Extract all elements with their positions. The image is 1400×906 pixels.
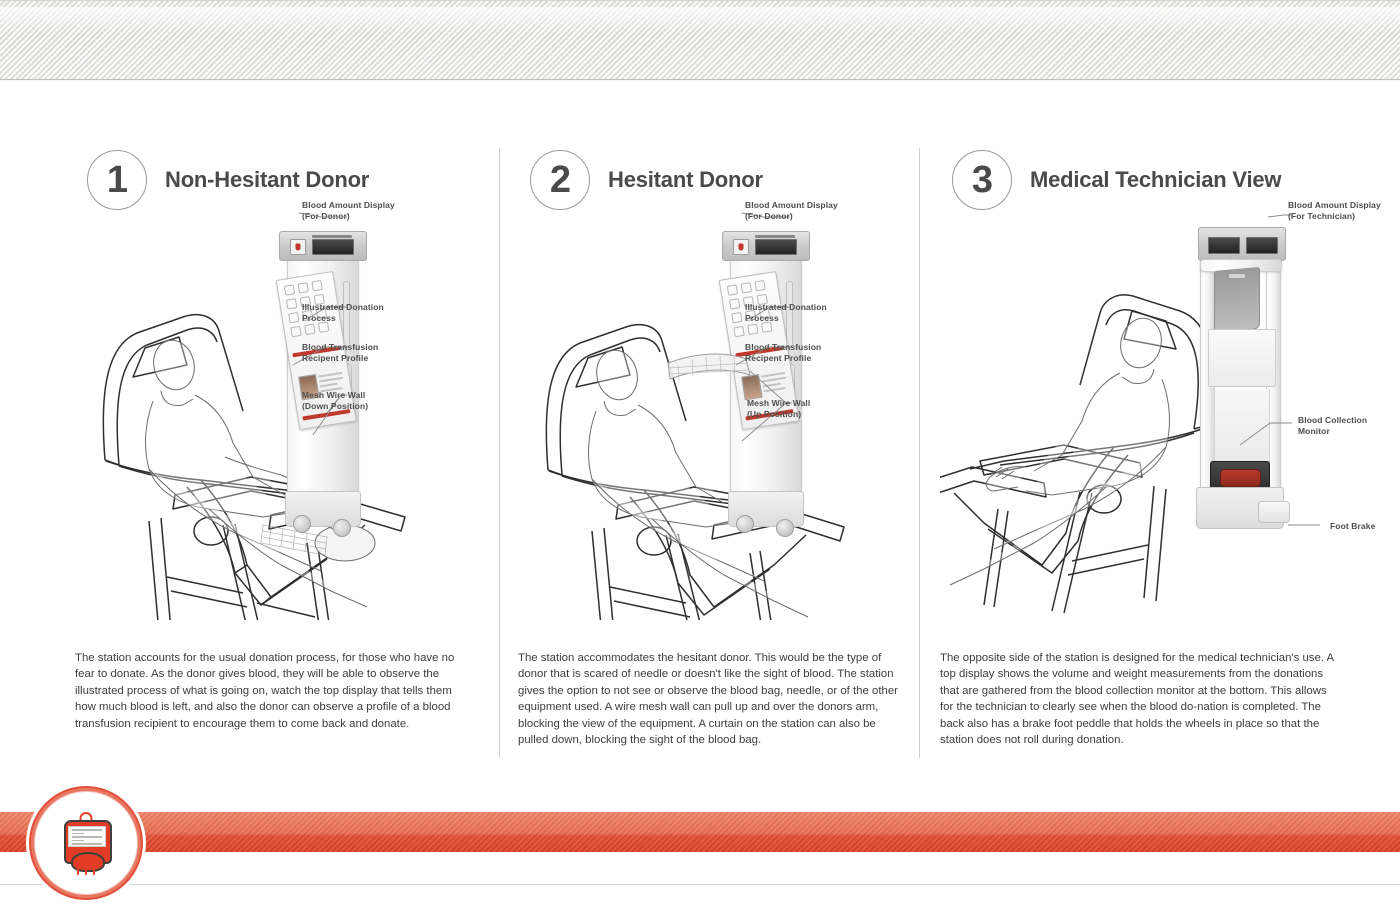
blood-bag-icon xyxy=(62,812,112,876)
panel-non-hesitant-donor: 1 Non-Hesitant Donor xyxy=(75,90,475,790)
display-indicator xyxy=(312,235,352,238)
amount-lcd-readout xyxy=(312,239,354,255)
foot-brake-pedal[interactable] xyxy=(1258,501,1290,523)
kiosk-wheel xyxy=(776,519,794,537)
panel-3-number: 3 xyxy=(952,150,1012,210)
blood-amount-display-unit[interactable] xyxy=(722,231,810,261)
panel-3-heading: 3 Medical Technician View xyxy=(952,150,1282,210)
display-indicator xyxy=(755,235,795,238)
kiosk-mid-panel xyxy=(1208,329,1276,387)
panel-medical-technician-view: 3 Medical Technician View xyxy=(940,90,1381,790)
blood-amount-display-unit[interactable] xyxy=(279,231,367,261)
panel-3-illustration: Blood Amount Display (For Technician) Bl… xyxy=(940,200,1381,620)
profile-text-line xyxy=(763,386,786,392)
donation-chair-linedrawing-1 xyxy=(75,225,475,620)
panel-2-number: 2 xyxy=(530,150,590,210)
panel-1-description: The station accounts for the usual donat… xyxy=(75,652,455,730)
panel-2-title: Hesitant Donor xyxy=(608,167,763,192)
panel-3-title: Medical Technician View xyxy=(1030,167,1282,192)
callout-blood-amount-display-technician: Blood Amount Display (For Technician) xyxy=(1288,200,1381,222)
donation-chair-linedrawing-2 xyxy=(518,225,918,620)
panel-divider-1 xyxy=(499,148,500,758)
weight-readout xyxy=(1246,237,1278,254)
callout-blood-amount-display: Blood Amount Display (For Donor) xyxy=(745,200,838,222)
panel-1-number: 1 xyxy=(87,150,147,210)
kiosk-wheel xyxy=(736,515,754,533)
callout-illustrated-process: Illustrated Donation Process xyxy=(302,302,384,324)
callout-blood-collection-monitor: Blood Collection Monitor xyxy=(1298,415,1368,437)
blood-bag-on-monitor xyxy=(1220,468,1261,488)
blood-drop-icon xyxy=(290,239,306,255)
callout-foot-brake: Foot Brake xyxy=(1330,521,1376,531)
panel-2-description: The station accommodates the hesitant do… xyxy=(518,652,898,747)
panel-divider-2 xyxy=(919,148,920,758)
profile-text-line xyxy=(761,376,786,383)
bag-bulb xyxy=(71,852,105,872)
callout-recipient-profile: Blood Transfusion Recipent Profile xyxy=(745,342,822,364)
callout-mesh-wire-wall: Mesh Wire Wall (Down Position) xyxy=(302,390,369,412)
blood-amount-display-technician[interactable] xyxy=(1198,227,1286,261)
bag-label xyxy=(68,826,106,847)
footer-rule xyxy=(0,884,1400,885)
kiosk-wheel xyxy=(293,515,311,533)
volume-readout xyxy=(1208,237,1240,254)
blood-drop-icon xyxy=(733,239,749,255)
panel-1-heading: 1 Non-Hesitant Donor xyxy=(87,150,369,210)
screen-rear-handle xyxy=(1228,273,1246,279)
technician-kiosk xyxy=(1178,221,1308,561)
panels-container: 1 Non-Hesitant Donor xyxy=(0,90,1400,790)
kiosk-wheel xyxy=(333,519,351,537)
panel-3-description: The opposite side of the station is desi… xyxy=(940,652,1334,747)
panel-1-illustration: Blood Amount Display (For Donor) Il xyxy=(75,200,475,620)
donation-kiosk-1 xyxy=(271,223,371,553)
panel-hesitant-donor: 2 Hesitant Donor xyxy=(518,90,918,790)
blood-bag-logo-badge xyxy=(29,786,143,900)
panel-2-illustration: Blood Amount Display (For Donor) Illustr… xyxy=(518,200,918,620)
recipient-profile-photo xyxy=(741,373,763,401)
profile-text-line xyxy=(319,382,338,387)
panel-2-heading: 2 Hesitant Donor xyxy=(530,150,763,210)
footer-red-band xyxy=(0,812,1400,852)
profile-text-line xyxy=(318,376,343,383)
profile-text-line xyxy=(762,382,781,387)
header-band xyxy=(0,0,1400,83)
callout-illustrated-process: Illustrated Donation Process xyxy=(745,302,827,324)
logo-outer-ring xyxy=(31,788,141,898)
bag-tubes xyxy=(76,866,96,876)
callout-mesh-wire-wall: Mesh Wire Wall (Up Position) xyxy=(747,398,811,420)
donation-kiosk-2 xyxy=(714,223,814,553)
header-sheen xyxy=(0,7,1400,33)
amount-lcd-readout xyxy=(755,239,797,255)
panel-1-title: Non-Hesitant Donor xyxy=(165,167,370,192)
callout-blood-amount-display: Blood Amount Display (For Donor) xyxy=(302,200,395,222)
callout-recipient-profile: Blood Transfusion Recipent Profile xyxy=(302,342,379,364)
